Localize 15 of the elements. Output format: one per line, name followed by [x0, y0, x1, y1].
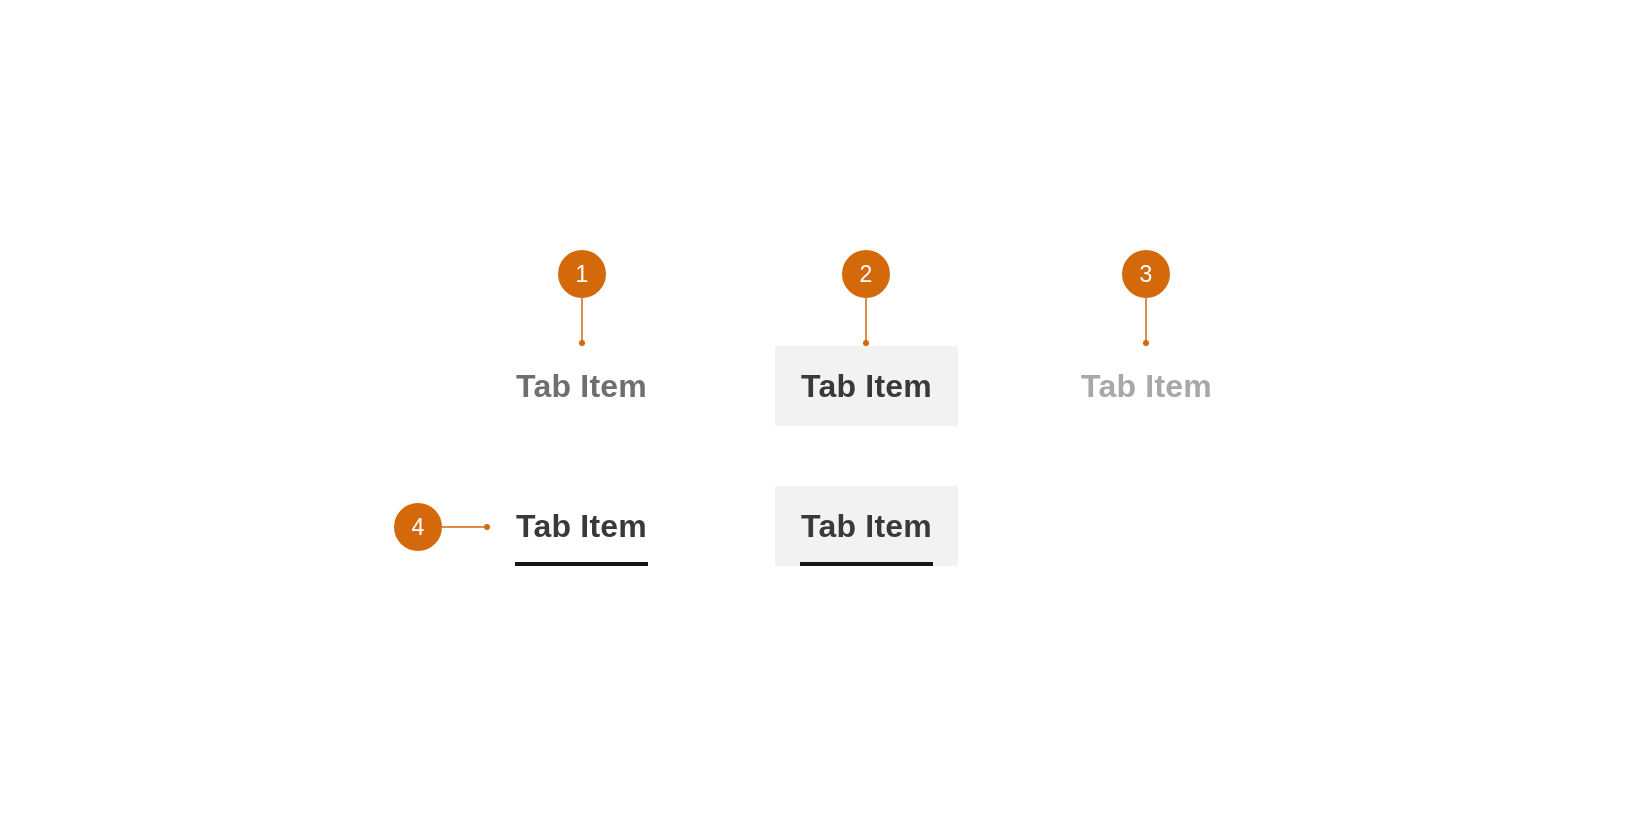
callout-number: 4	[394, 503, 442, 551]
tab	[775, 346, 958, 426]
leader-line	[863, 297, 869, 347]
leader-line	[1143, 297, 1149, 347]
leader-line	[579, 297, 585, 347]
tab-label: Tab Item	[801, 507, 932, 545]
callout-number: 1	[558, 250, 606, 298]
callout-number: 2	[842, 250, 890, 298]
tab-label: Tab Item	[516, 507, 647, 545]
tab-label: Tab Item	[516, 367, 647, 405]
tab-label: Tab Item	[801, 367, 932, 405]
tab	[775, 486, 958, 566]
leader-line	[441, 524, 491, 530]
callout-number: 3	[1122, 250, 1170, 298]
tab-label: Tab Item	[1081, 367, 1212, 405]
